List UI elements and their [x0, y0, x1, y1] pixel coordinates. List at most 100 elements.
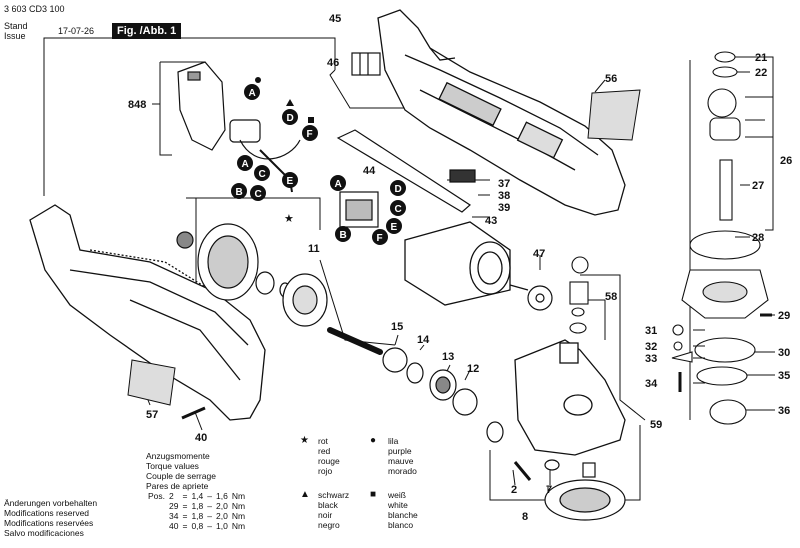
part-number: 27	[752, 180, 764, 192]
part-number: 12	[467, 363, 479, 375]
part-number: 57	[146, 409, 158, 421]
part-number: 39	[498, 202, 510, 214]
gear-housing-shell	[29, 204, 266, 421]
svg-text:A: A	[335, 179, 342, 190]
callout-circle: A	[330, 175, 346, 191]
right-column-parts	[671, 51, 772, 425]
svg-text:F: F	[307, 129, 313, 140]
svg-text:D: D	[395, 184, 402, 195]
motor-housing	[377, 9, 626, 216]
callout-circle: C	[250, 185, 266, 201]
svg-text:A: A	[242, 159, 249, 170]
part-number: 33	[645, 353, 657, 365]
part-number: 15	[391, 321, 403, 333]
wire-color-markers: ★	[255, 77, 314, 225]
part-number: 56	[605, 73, 617, 85]
part-number: 8	[522, 511, 528, 523]
callout-circle: E	[282, 172, 298, 188]
svg-text:B: B	[236, 187, 243, 198]
part-number: 58	[605, 291, 617, 303]
part-number: 30	[778, 347, 790, 359]
callout-circle: A	[237, 155, 253, 171]
callout-circle: A	[244, 84, 260, 100]
callout-circle: B	[231, 183, 247, 199]
callout-circle: E	[386, 218, 402, 234]
dot-icon: ●	[370, 435, 377, 446]
part-number: 31	[645, 325, 657, 337]
part-number: 13	[442, 351, 454, 363]
star-icon: ★	[300, 435, 309, 446]
callout-circle: C	[254, 165, 270, 181]
svg-text:★: ★	[284, 213, 294, 225]
callout-circle: C	[390, 200, 406, 216]
part-number: 47	[533, 248, 545, 260]
switch-block	[339, 191, 379, 228]
part-number: 38	[498, 190, 510, 202]
svg-text:E: E	[287, 176, 294, 187]
spindle-assembly	[176, 223, 478, 416]
latch-part	[351, 52, 381, 76]
part-number: 36	[778, 405, 790, 417]
svg-text:C: C	[255, 189, 262, 200]
part-number: 43	[485, 215, 497, 227]
part-number: 40	[195, 432, 207, 444]
frame-line	[43, 37, 336, 196]
motor	[404, 221, 529, 306]
part-number: 28	[752, 232, 764, 244]
electronics-module	[177, 61, 301, 193]
stand-label: Stand	[4, 21, 28, 31]
svg-text:F: F	[377, 233, 383, 244]
callout-circle: D	[390, 180, 406, 196]
part-number: 32	[645, 341, 657, 353]
part-number: 44	[363, 165, 376, 177]
svg-text:D: D	[287, 113, 294, 124]
label-plate	[587, 89, 641, 141]
part-number: 2	[511, 484, 517, 496]
bevel-gear	[486, 421, 626, 521]
part-number: 29	[778, 310, 790, 322]
doc-number: 3 603 CD3 100	[4, 4, 65, 14]
fan	[527, 285, 553, 311]
part-number: 14	[417, 334, 430, 346]
part-number: 35	[778, 370, 790, 382]
connector-callouts: A D F A C B C E A D C B F E	[231, 84, 406, 245]
screw-40	[181, 406, 206, 420]
callout-circle: F	[372, 229, 388, 245]
part-number: 11	[308, 243, 320, 255]
part-number: 45	[329, 13, 341, 25]
part-number: 22	[755, 67, 767, 79]
part-number: 46	[327, 57, 339, 69]
bracket-parts	[336, 129, 476, 213]
issue-date: 17-07-26	[58, 26, 95, 36]
part-number: 34	[645, 378, 658, 390]
part-number: 37	[498, 178, 510, 190]
svg-text:C: C	[395, 204, 402, 215]
svg-text:A: A	[249, 88, 256, 99]
gear-head	[514, 339, 626, 456]
label-sticker	[127, 359, 176, 406]
callout-circle: D	[282, 109, 298, 125]
spindle-small-parts	[569, 256, 589, 334]
part-number: 59	[650, 419, 662, 431]
part-number: 26	[780, 155, 792, 167]
part-number: 21	[755, 52, 767, 64]
triangle-icon: ▲	[300, 489, 310, 500]
issue-label: Issue	[4, 31, 26, 41]
figure-label: Fig. /Abb. 1	[112, 23, 182, 39]
callout-circle: B	[335, 226, 351, 242]
svg-text:C: C	[259, 169, 266, 180]
part-number-labels: 45 46 848 56 21 22 26 27 28 37 38 39 44 …	[128, 13, 792, 523]
